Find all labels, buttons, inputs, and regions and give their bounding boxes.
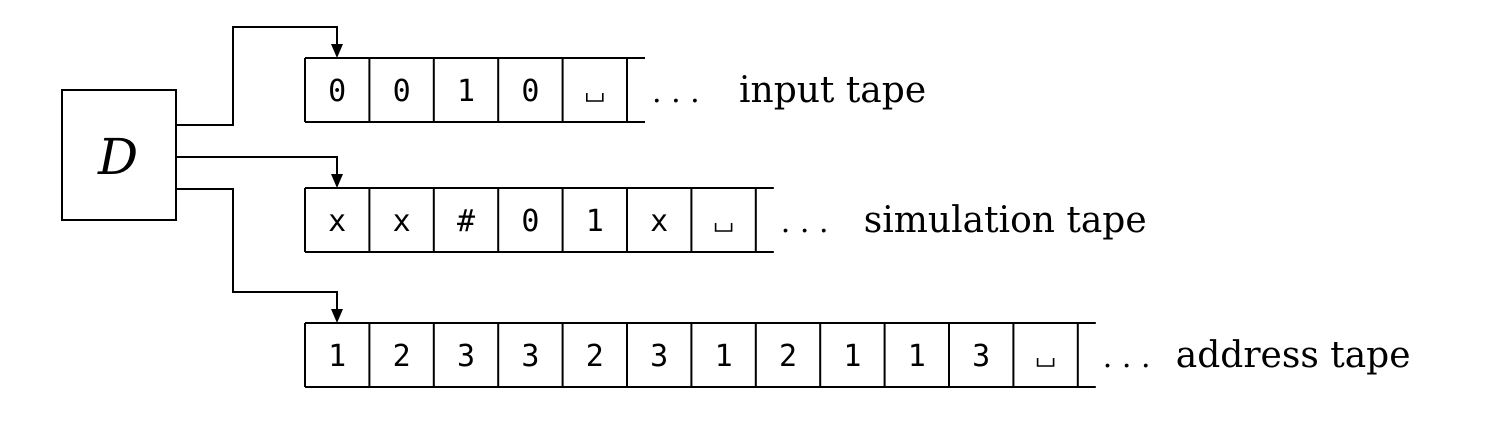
input-tape-label: input tape bbox=[739, 70, 926, 111]
simulation-head-wire bbox=[176, 156, 338, 178]
input-tape-cell-symbol: 1 bbox=[457, 74, 475, 109]
input-tape: 0 0 1 0 . . . input tape bbox=[304, 57, 926, 123]
input-tape-blank-symbol bbox=[586, 93, 604, 102]
address-tape: 1 2 3 3 2 3 1 2 1 1 3 . . . address tape bbox=[304, 322, 1411, 388]
address-head-arrow bbox=[331, 309, 343, 323]
simulation-tape-cell-symbol: 1 bbox=[586, 204, 604, 239]
address-tape-cell-symbol: 3 bbox=[457, 339, 475, 374]
address-tape-cells: 1 2 3 3 2 3 1 2 1 1 3 bbox=[304, 322, 1096, 388]
address-tape-dots: . . . bbox=[1103, 340, 1151, 375]
simulation-tape-cell-symbol: x bbox=[650, 204, 668, 239]
address-tape-label: address tape bbox=[1176, 335, 1411, 376]
machine-box bbox=[61, 89, 177, 221]
input-tape-cell-symbol: 0 bbox=[328, 74, 346, 109]
address-tape-cell-symbol: 2 bbox=[586, 339, 604, 374]
input-tape-cells: 0 0 1 0 bbox=[304, 57, 645, 123]
simulation-tape-label: simulation tape bbox=[864, 200, 1147, 241]
address-tape-cell-symbol: 1 bbox=[908, 339, 926, 374]
simulation-tape-cell-symbol: # bbox=[457, 204, 475, 239]
simulation-tape-cells: x x #0 1 x bbox=[304, 187, 774, 253]
machine: D bbox=[61, 89, 177, 221]
input-tape-cell-symbol: 0 bbox=[393, 74, 411, 109]
address-tape-cell-symbol: 3 bbox=[521, 339, 539, 374]
input-head-arrow bbox=[331, 44, 343, 58]
simulation-head-arrow bbox=[331, 174, 343, 188]
input-tape-dots: . . . bbox=[652, 75, 700, 110]
address-head-wire bbox=[176, 188, 338, 313]
input-head-wire bbox=[176, 26, 338, 126]
simulation-tape-cell-symbol: x bbox=[328, 204, 346, 239]
address-tape-cell-symbol: 1 bbox=[715, 339, 733, 374]
address-tape-cell-symbol: 3 bbox=[972, 339, 990, 374]
address-tape-blank-symbol bbox=[1036, 358, 1055, 367]
simulation-tape: x x #0 1 x . . . simulation tape bbox=[304, 187, 1147, 253]
simulation-tape-dots: . . . bbox=[781, 205, 829, 240]
address-tape-cell-symbol: 2 bbox=[393, 339, 411, 374]
address-tape-cell-symbol: 1 bbox=[843, 339, 861, 374]
simulation-tape-cell-symbol: x bbox=[393, 204, 411, 239]
address-tape-cell-symbol: 3 bbox=[650, 339, 668, 374]
simulation-tape-cell-symbol: 0 bbox=[521, 204, 539, 239]
simulation-tape-blank-symbol bbox=[714, 223, 733, 232]
head-connectors bbox=[176, 26, 343, 323]
machine-label: D bbox=[97, 128, 138, 186]
input-tape-cell-symbol: 0 bbox=[521, 74, 539, 109]
address-tape-cell-symbol: 2 bbox=[779, 339, 797, 374]
address-tape-cell-symbol: 1 bbox=[328, 339, 346, 374]
